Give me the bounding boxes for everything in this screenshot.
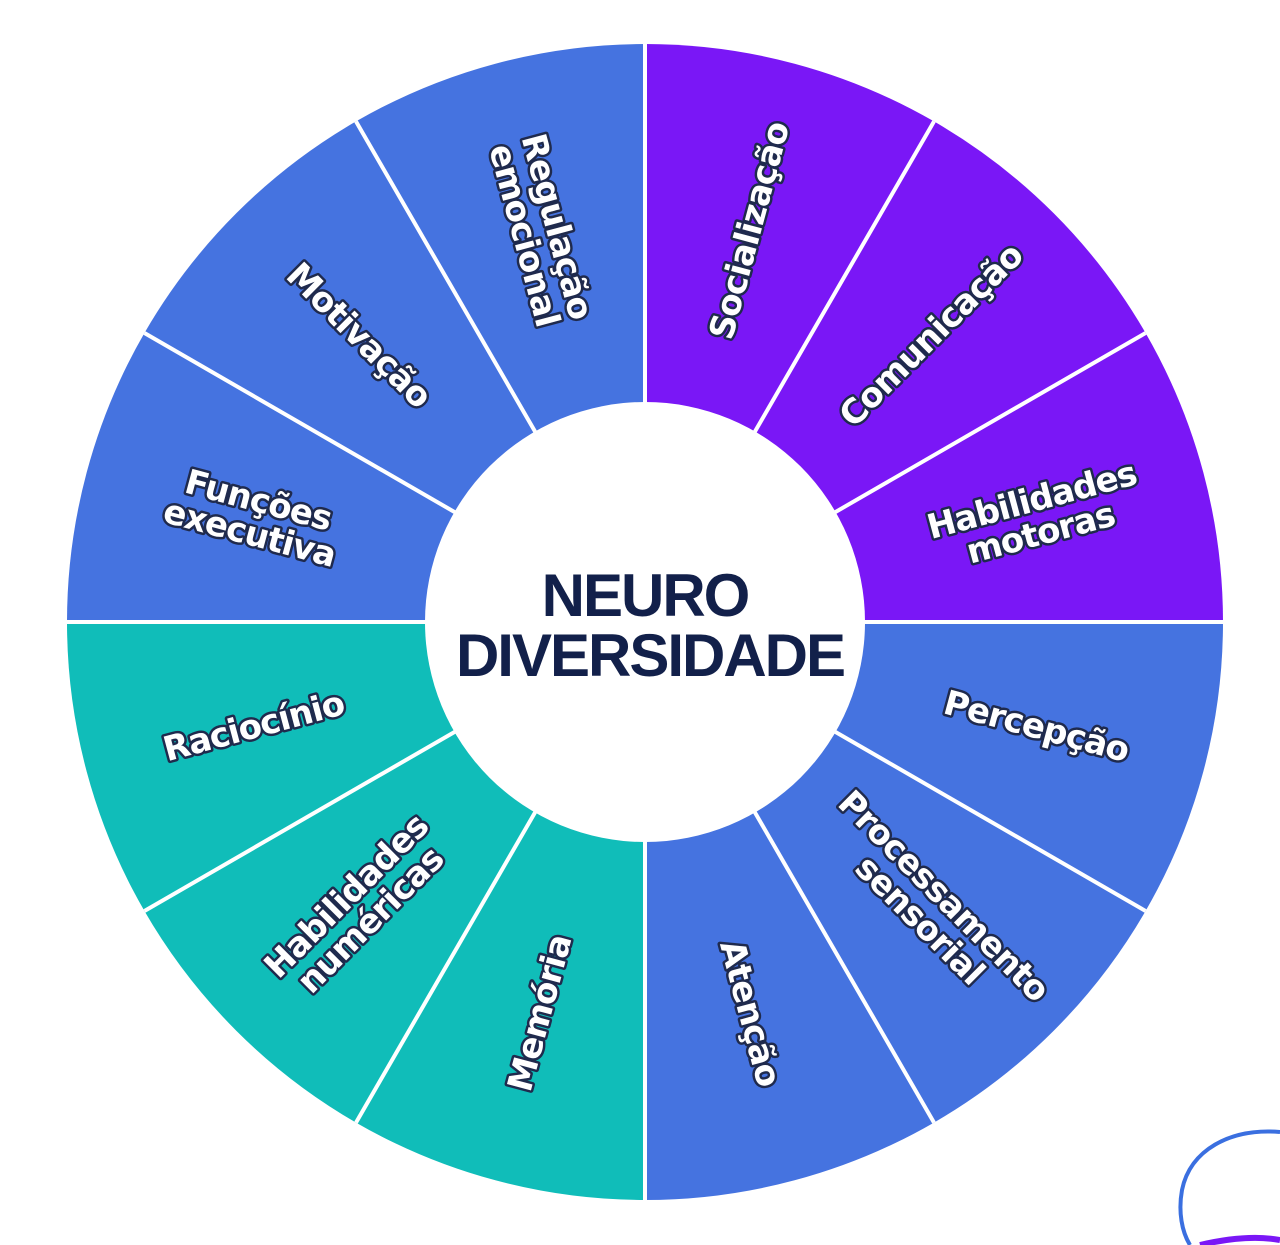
center-title-line2: DIVERSIDADE — [456, 622, 844, 689]
decorative-swoosh — [1178, 1129, 1280, 1245]
center-title-line1: NEURO — [542, 562, 749, 629]
decorative-swoosh-accent — [1199, 1234, 1280, 1245]
center-disc — [425, 402, 865, 842]
